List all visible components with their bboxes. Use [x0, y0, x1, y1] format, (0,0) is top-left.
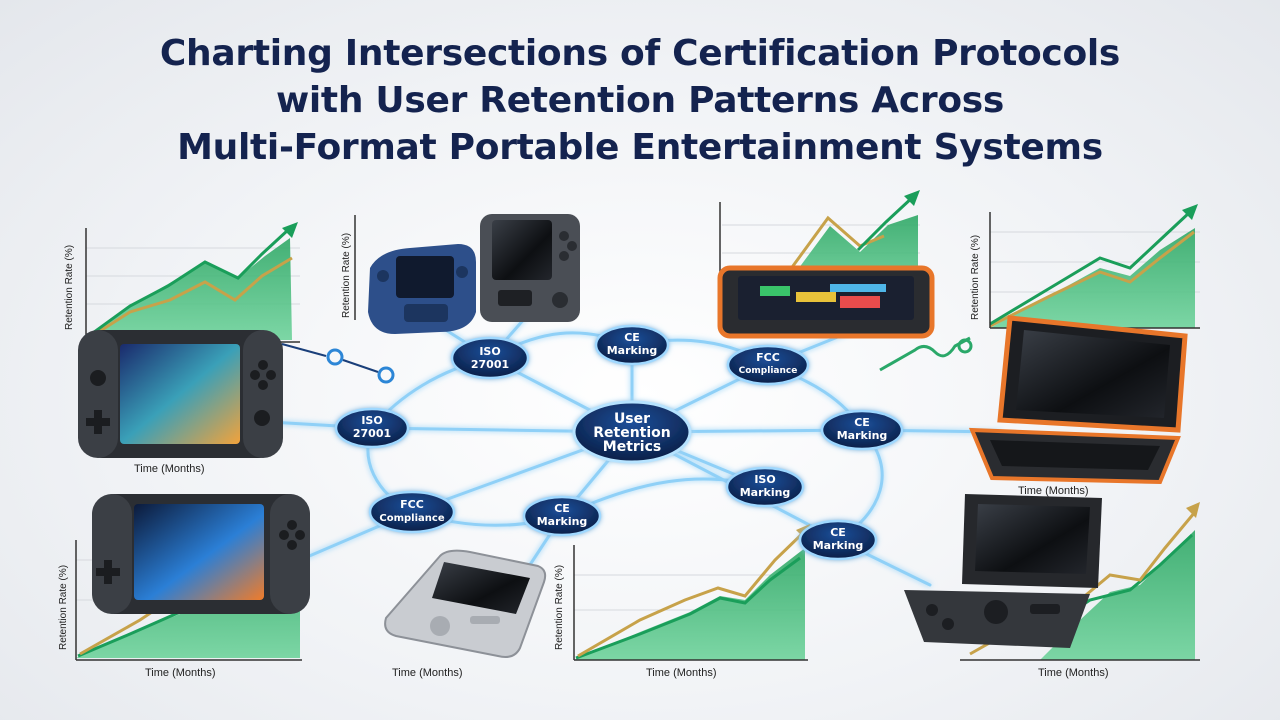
handheld-console-left	[78, 330, 283, 458]
chart-bottom-center-right-gold-line	[577, 530, 806, 658]
node-fcc-compliance-top[interactable]: FCC Compliance	[726, 344, 810, 386]
node-ce-marking-top-line1: CE	[624, 331, 640, 344]
chart-top-left-arrow-icon	[282, 222, 298, 238]
chart-top-right-green-line	[989, 210, 1192, 326]
chart-top-right-ylabel: Retention Rate (%)	[970, 235, 981, 320]
chart-bottom-center-right: Retention Rate (%) Time (Months)	[554, 524, 810, 679]
chart-bottom-center-right-green-line	[575, 556, 801, 660]
chart-bottom-right-area	[1040, 530, 1195, 660]
node-fcc-compliance-top-line2: Compliance	[739, 366, 798, 376]
title-line-3: Multi-Format Portable Entertainment Syst…	[177, 127, 1103, 168]
chart-bottom-center-right-xlabel: Time (Months)	[646, 667, 717, 679]
flip-console	[904, 494, 1102, 648]
node-ce-marking-lower-right[interactable]: CE Marking	[798, 519, 878, 561]
chart-top-left-xlabel: Time (Months)	[134, 463, 205, 475]
chart-bottom-right-arrow-icon	[1186, 502, 1200, 518]
chart-top-left-gold-line	[85, 256, 293, 342]
node-iso-27001-left-line1: ISO	[361, 414, 382, 427]
chart-top-right-arrow-icon	[1182, 204, 1198, 220]
chart-top-right-area	[990, 228, 1195, 328]
page-title: Charting Intersections of Certification …	[0, 30, 1280, 171]
node-iso-27001-left[interactable]: ISO 27001	[334, 407, 410, 449]
node-ce-marking-bottom-line1: CE	[554, 502, 570, 515]
node-iso-27001-top[interactable]: ISO 27001	[450, 336, 530, 380]
hub-line1: User	[614, 411, 650, 427]
connector-link-icon-right	[879, 336, 973, 372]
node-ce-marking-lower-right-line1: CE	[830, 526, 846, 539]
node-ce-marking-bottom[interactable]: CE Marking	[522, 495, 602, 537]
chart-top-center-right-arrow-icon	[904, 190, 920, 206]
node-ce-marking-right[interactable]: CE Marking	[820, 409, 904, 451]
portable-media-player	[384, 549, 547, 658]
connector-link-icon	[281, 343, 395, 384]
chart-top-left: Retention Rate (%) Time (Months)	[64, 222, 300, 475]
node-ce-marking-right-line2: Marking	[837, 429, 888, 442]
title-line-2: with User Retention Patterns Across	[275, 80, 1005, 121]
chart-bottom-center-right-ylabel: Retention Rate (%)	[554, 565, 565, 650]
chart-top-left-green-line	[85, 228, 290, 340]
node-ce-marking-top[interactable]: CE Marking	[594, 324, 670, 366]
chart-bottom-left-area	[76, 548, 300, 658]
node-fcc-compliance-left-line2: Compliance	[379, 513, 444, 524]
chart-bottom-center-right-area	[574, 548, 805, 660]
node-ce-marking-right-line1: CE	[854, 416, 870, 429]
node-iso-marking[interactable]: ISO Marking	[725, 466, 805, 508]
node-ce-marking-lower-right-line2: Marking	[813, 539, 864, 552]
chart-top-center-right-green-line	[856, 194, 916, 252]
handheld-console-bottom-left	[92, 494, 310, 614]
node-iso-27001-top-line1: ISO	[479, 345, 500, 358]
chart-bottom-left-ylabel: Retention Rate (%)	[58, 565, 69, 650]
rugged-tablet	[717, 265, 935, 339]
chart-bottom-right-xlabel: Time (Months)	[1038, 667, 1109, 679]
node-ce-marking-bottom-line2: Marking	[537, 515, 588, 528]
hub-line3: Metrics	[603, 439, 661, 455]
chart-top-right-gold-line	[989, 230, 1195, 328]
title-line-1: Charting Intersections of Certification …	[159, 33, 1121, 74]
chart-top-center-left-ylabel: Retention Rate (%)	[341, 233, 352, 318]
dpad-icon	[86, 410, 110, 434]
chart-bottom-center-left-xlabel: Time (Months)	[392, 667, 463, 679]
node-user-retention-metrics-hub[interactable]: User Retention Metrics	[572, 400, 692, 464]
handheld-console-blue	[368, 244, 476, 334]
chart-top-right-xlabel: Time (Months)	[1018, 485, 1089, 497]
rugged-laptop	[968, 315, 1188, 485]
handheld-console-gray	[480, 214, 580, 322]
node-fcc-compliance-left[interactable]: FCC Compliance	[368, 490, 456, 534]
node-ce-marking-top-line2: Marking	[607, 344, 658, 357]
node-iso-27001-top-line2: 27001	[471, 358, 509, 371]
node-iso-marking-line2: Marking	[740, 486, 791, 499]
node-fcc-compliance-top-line1: FCC	[756, 351, 780, 364]
dpad-icon	[96, 560, 120, 584]
node-iso-27001-left-line2: 27001	[353, 427, 391, 440]
chart-bottom-left-xlabel: Time (Months)	[145, 667, 216, 679]
node-fcc-compliance-left-line1: FCC	[400, 498, 424, 511]
chart-top-left-ylabel: Retention Rate (%)	[64, 245, 75, 330]
chart-top-center-left: Retention Rate (%)	[341, 215, 356, 320]
chart-bottom-center-left: Time (Months)	[392, 667, 463, 679]
node-iso-marking-line1: ISO	[754, 473, 775, 486]
hub-line2: Retention	[593, 425, 671, 441]
